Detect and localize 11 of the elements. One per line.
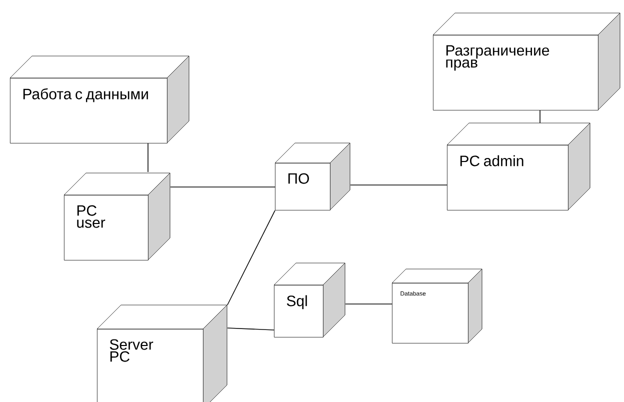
node-box: Server PC [96,304,228,402]
node-box: Разграничение прав [432,12,620,110]
connector-line [227,328,274,330]
node-box: PC admin [446,122,590,210]
node-box: PC user [64,172,170,260]
node-box: ПО [274,142,350,210]
node-box: Работа с данными [10,56,190,144]
node-box: Sql [274,262,346,338]
connector-line [227,210,276,306]
connector-line [350,184,448,186]
connector-line [170,186,276,188]
